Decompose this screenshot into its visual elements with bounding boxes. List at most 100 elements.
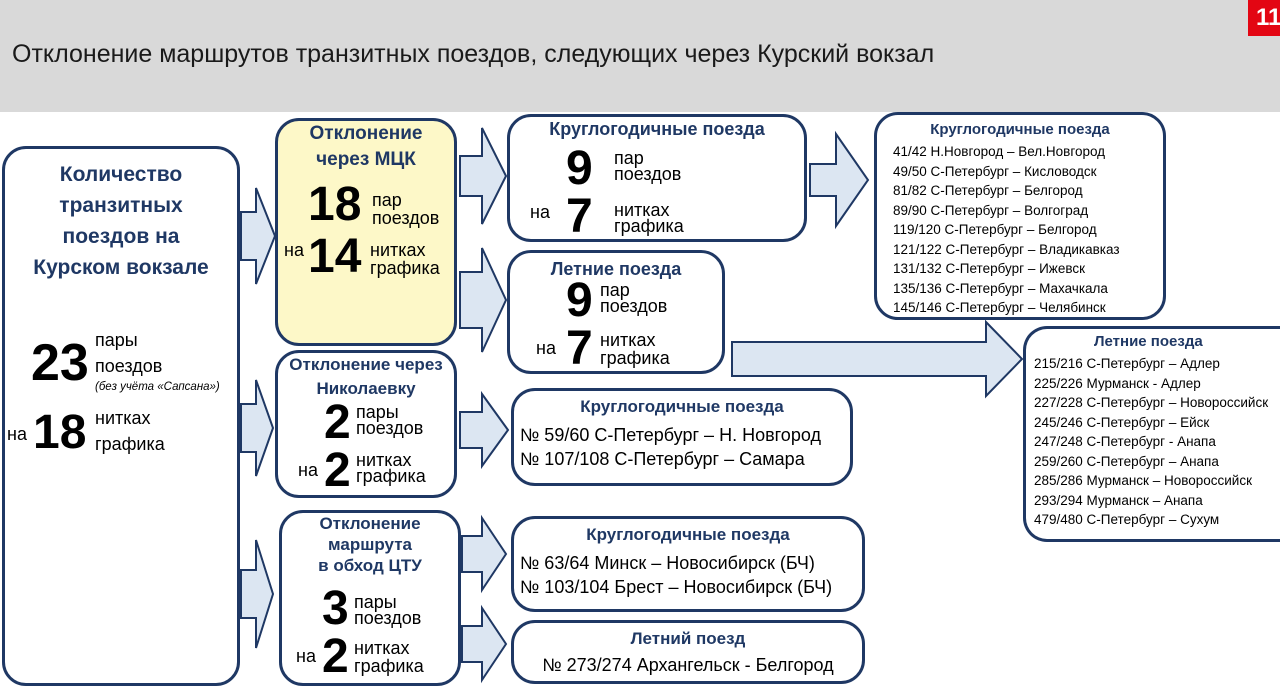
- mck-na: на: [284, 240, 304, 260]
- ctu-pairs-number: 3: [322, 582, 349, 635]
- mck-summer-pairs-word-1: пар: [600, 280, 630, 300]
- mck-summer-na: на: [536, 338, 556, 358]
- yearround-list-heading: Круглогодичные поезда: [930, 121, 1110, 138]
- ctu-heading-2: маршрута: [328, 535, 412, 554]
- list-item: 119/120 С-Петербург – Белгород: [893, 222, 1097, 237]
- total-heading: Количество транзитных поездов на Курском…: [33, 163, 209, 279]
- header-band: [0, 0, 1280, 112]
- arrow-total-to-mck: [240, 187, 277, 285]
- total-na: на: [7, 424, 27, 444]
- mck-pairs-word-1: пар: [372, 190, 402, 210]
- mck-threads-number: 14: [308, 230, 362, 283]
- nikolaevka-pairs-word-1: пары: [356, 402, 399, 422]
- nikolaevka-threads-word-1: нитках: [356, 450, 412, 470]
- mck-summer-threads-word-1: нитках: [600, 330, 656, 350]
- list-item: № 103/104 Брест – Новосибирск (БЧ): [520, 577, 833, 597]
- nikolaevka-threads-number: 2: [324, 444, 351, 497]
- ctu-deviation-box: Отклонение маршрута в обход ЦТУ 3 пары п…: [279, 510, 461, 686]
- mck-yearround-na: на: [530, 202, 550, 222]
- ctu-pairs-word-1: пары: [354, 592, 397, 612]
- mck-yearround-threads-word-1: нитках: [614, 200, 670, 220]
- list-item: № 107/108 С-Петербург – Самара: [520, 449, 805, 469]
- arrow-total-to-ctu: [240, 539, 275, 649]
- arrow-ctu-to-yearround: [461, 514, 508, 594]
- ctu-threads-word-2: графика: [354, 656, 424, 676]
- mck-summer-threads-word-2: графика: [600, 348, 670, 368]
- mck-yearround-threads-number: 7: [566, 190, 593, 243]
- nikolaevka-na: на: [298, 460, 318, 480]
- mck-heading-2: через МЦК: [316, 149, 416, 170]
- ctu-threads-number: 2: [322, 630, 349, 683]
- mck-yearround-box: Круглогодичные поезда 9 пар поездов на 7…: [507, 114, 807, 242]
- list-item: № 273/274 Архангельск - Белгород: [542, 655, 834, 675]
- yearround-list-box: Круглогодичные поезда 41/42 Н.Новгород –…: [874, 112, 1166, 320]
- list-item: 135/136 С-Петербург – Махачкала: [893, 280, 1108, 296]
- total-pairs-word-2: поездов: [95, 356, 163, 376]
- mck-yearround-heading: Круглогодичные поезда: [549, 119, 765, 139]
- ctu-pairs-word-2: поездов: [354, 608, 422, 628]
- list-item: 285/286 Мурманск – Новороссийск: [1034, 473, 1253, 488]
- ctu-yearround-heading: Круглогодичные поезда: [586, 525, 790, 544]
- mck-pairs-number: 18: [308, 178, 362, 231]
- ctu-summer-heading: Летний поезд: [630, 629, 746, 648]
- arrow-yearround-to-list: [809, 130, 870, 230]
- list-item: 81/82 С-Петербург – Белгород: [893, 183, 1083, 198]
- mck-yearround-threads-word-2: графика: [614, 216, 684, 236]
- list-item: 121/122 С-Петербург – Владикавказ: [893, 241, 1120, 257]
- summer-list-heading: Летние поезда: [1094, 333, 1203, 350]
- total-pairs-number: 23: [31, 334, 89, 392]
- mck-summer-pairs-number: 9: [566, 274, 593, 327]
- list-item: 131/132 С-Петербург – Ижевск: [893, 261, 1085, 276]
- total-transit-box: Количество транзитных поездов на Курском…: [2, 146, 240, 686]
- arrow-mck-to-summer: [459, 247, 508, 353]
- list-item: 293/294 Мурманск – Анапа: [1034, 492, 1203, 508]
- nikolaevka-trains-list: № 59/60 С-Петербург – Н. Новгород № 107/…: [520, 423, 821, 471]
- list-item: 41/42 Н.Новгород – Вел.Новгород: [893, 144, 1106, 159]
- nikolaevka-pairs-number: 2: [324, 396, 351, 449]
- mck-summer-box: Летние поезда 9 пар поездов на 7 нитках …: [507, 250, 725, 374]
- total-pairs-word-1: пары: [95, 330, 138, 350]
- list-item: 245/246 С-Петербург – Ейск: [1034, 414, 1210, 430]
- mck-threads-word-2: графика: [370, 258, 440, 278]
- list-item: 49/50 С-Петербург – Кисловодск: [893, 163, 1097, 179]
- ctu-heading-3: в обход ЦТУ: [318, 556, 422, 575]
- arrow-total-to-nikolaevka: [240, 379, 275, 477]
- list-item: 247/248 С-Петербург - Анапа: [1034, 434, 1216, 449]
- nikolaevka-deviation-box: Отклонение через Николаевку 2 пары поезд…: [275, 350, 457, 498]
- nikolaevka-threads-word-2: графика: [356, 466, 426, 486]
- mck-yearround-pairs-number: 9: [566, 142, 593, 195]
- page-title: Отклонение маршрутов транзитных поездов,…: [12, 40, 935, 68]
- nikolaevka-trains-heading: Круглогодичные поезда: [580, 397, 784, 416]
- total-note: (без учёта «Сапсана»): [95, 381, 220, 393]
- total-threads-number: 18: [33, 406, 87, 459]
- list-item: 259/260 С-Петербург – Анапа: [1034, 453, 1219, 469]
- list-item: 479/480 С-Петербург – Сухум: [1034, 512, 1220, 527]
- mck-summer-heading: Летние поезда: [550, 259, 682, 279]
- arrow-summer-to-list: [731, 319, 1024, 399]
- list-item: 145/146 С-Петербург – Челябинск: [893, 300, 1106, 315]
- mck-heading-1: Отклонение: [309, 123, 423, 144]
- nikolaevka-heading: Отклонение через Николаевку: [289, 355, 443, 398]
- ctu-summer-box: Летний поезд № 273/274 Архангельск - Бел…: [511, 620, 865, 684]
- summer-list-box: Летние поезда 215/216 С-Петербург – Адле…: [1023, 326, 1280, 542]
- ctu-yearround-box: Круглогодичные поезда № 63/64 Минск – Но…: [511, 516, 865, 612]
- ctu-heading-1: Отклонение: [319, 514, 421, 533]
- ctu-yearround-list: № 63/64 Минск – Новосибирск (БЧ) № 103/1…: [520, 551, 832, 599]
- list-item: № 63/64 Минск – Новосибирск (БЧ): [520, 553, 815, 573]
- total-threads-word-2: графика: [95, 434, 165, 454]
- yearround-list: 41/42 Н.Новгород – Вел.Новгород 49/50 С-…: [893, 142, 1120, 318]
- mck-pairs-word-2: поездов: [372, 208, 440, 228]
- list-item: 89/90 С-Петербург – Волгоград: [893, 202, 1089, 218]
- list-item: 215/216 С-Петербург – Адлер: [1034, 356, 1220, 371]
- page-number: 11: [1248, 0, 1280, 36]
- ctu-threads-word-1: нитках: [354, 638, 410, 658]
- ctu-na: на: [296, 646, 316, 666]
- list-item: 225/226 Мурманск - Адлер: [1034, 375, 1201, 391]
- mck-yearround-pairs-word-1: пар: [614, 148, 644, 168]
- ctu-summer-list: № 273/274 Архангельск - Белгород: [514, 653, 862, 677]
- mck-deviation-box: Отклонение через МЦК 18 пар поездов на 1…: [275, 118, 457, 346]
- list-item: 227/228 С-Петербург – Новороссийск: [1034, 395, 1269, 410]
- arrow-nikolaevka-to-trains: [459, 390, 510, 470]
- nikolaevka-trains-box: Круглогодичные поезда № 59/60 С-Петербур…: [511, 388, 853, 486]
